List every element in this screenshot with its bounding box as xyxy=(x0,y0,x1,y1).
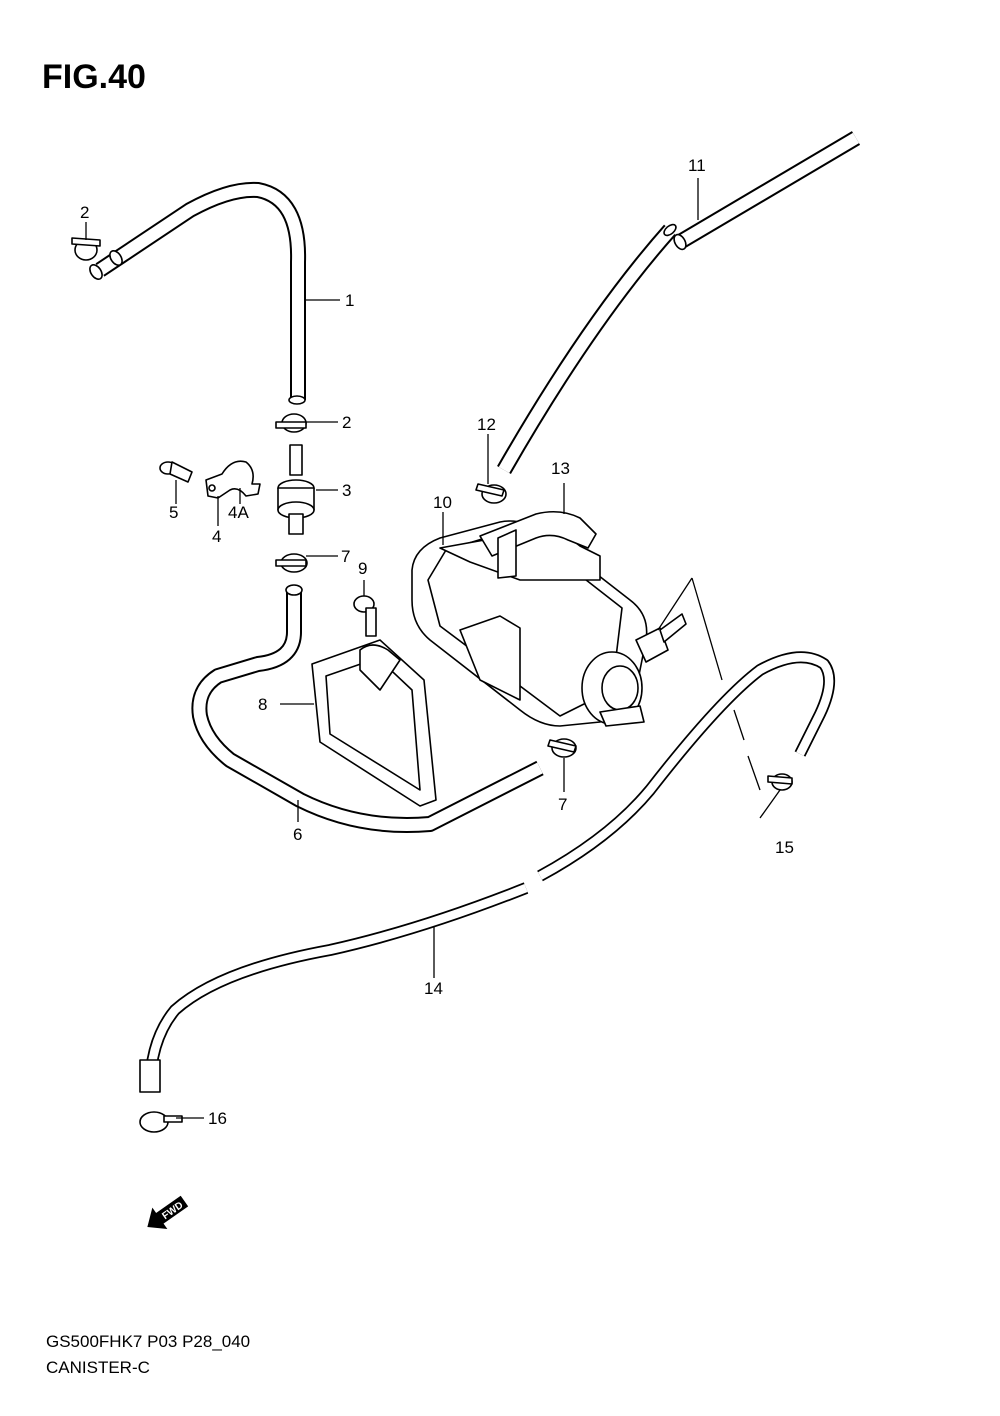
leader-lines xyxy=(85,178,781,1119)
canister-10 xyxy=(411,520,687,727)
hose-14 xyxy=(139,651,836,1093)
callout-4a: 4A xyxy=(228,503,249,522)
clamp-7-upper xyxy=(275,553,308,573)
callout-4: 4 xyxy=(212,527,221,546)
callout-13: 13 xyxy=(551,459,570,478)
hose-6 xyxy=(191,584,544,833)
callout-15: 15 xyxy=(775,838,794,857)
callout-6: 6 xyxy=(293,825,302,844)
band-13 xyxy=(479,510,597,579)
fwd-arrow-icon: FWD xyxy=(147,1195,189,1230)
hose-1 xyxy=(89,181,307,405)
bolt-5 xyxy=(159,461,193,483)
callout-12: 12 xyxy=(477,415,496,434)
clamp-15 xyxy=(767,773,793,791)
section-name: CANISTER-C xyxy=(46,1358,150,1377)
callout-7-lower: 7 xyxy=(558,795,567,814)
callout-14: 14 xyxy=(424,979,443,998)
bracket-8 xyxy=(311,639,437,807)
callout-9: 9 xyxy=(358,559,367,578)
callout-2-middle: 2 xyxy=(342,413,351,432)
callout-10: 10 xyxy=(433,493,452,512)
callout-7-upper: 7 xyxy=(341,547,350,566)
clamp-2-left xyxy=(71,237,101,261)
clamp-2-middle xyxy=(275,413,307,433)
bolt-9 xyxy=(353,595,377,637)
valve-3 xyxy=(277,444,315,535)
callout-3: 3 xyxy=(342,481,351,500)
clamp-7-lower xyxy=(547,738,577,758)
callout-5: 5 xyxy=(169,503,178,522)
bracket-4 xyxy=(205,460,261,499)
figure-title: FIG.40 xyxy=(42,58,146,96)
callout-16: 16 xyxy=(208,1109,227,1128)
model-code: GS500FHK7 P03 P28_040 xyxy=(46,1332,251,1351)
callout-11: 11 xyxy=(688,156,706,175)
clamp-12 xyxy=(475,483,507,504)
callout-1: 1 xyxy=(345,291,354,310)
callout-8: 8 xyxy=(258,695,267,714)
hose-11 xyxy=(497,131,861,474)
callout-2-left: 2 xyxy=(80,203,89,222)
clamp-16 xyxy=(139,1111,183,1133)
